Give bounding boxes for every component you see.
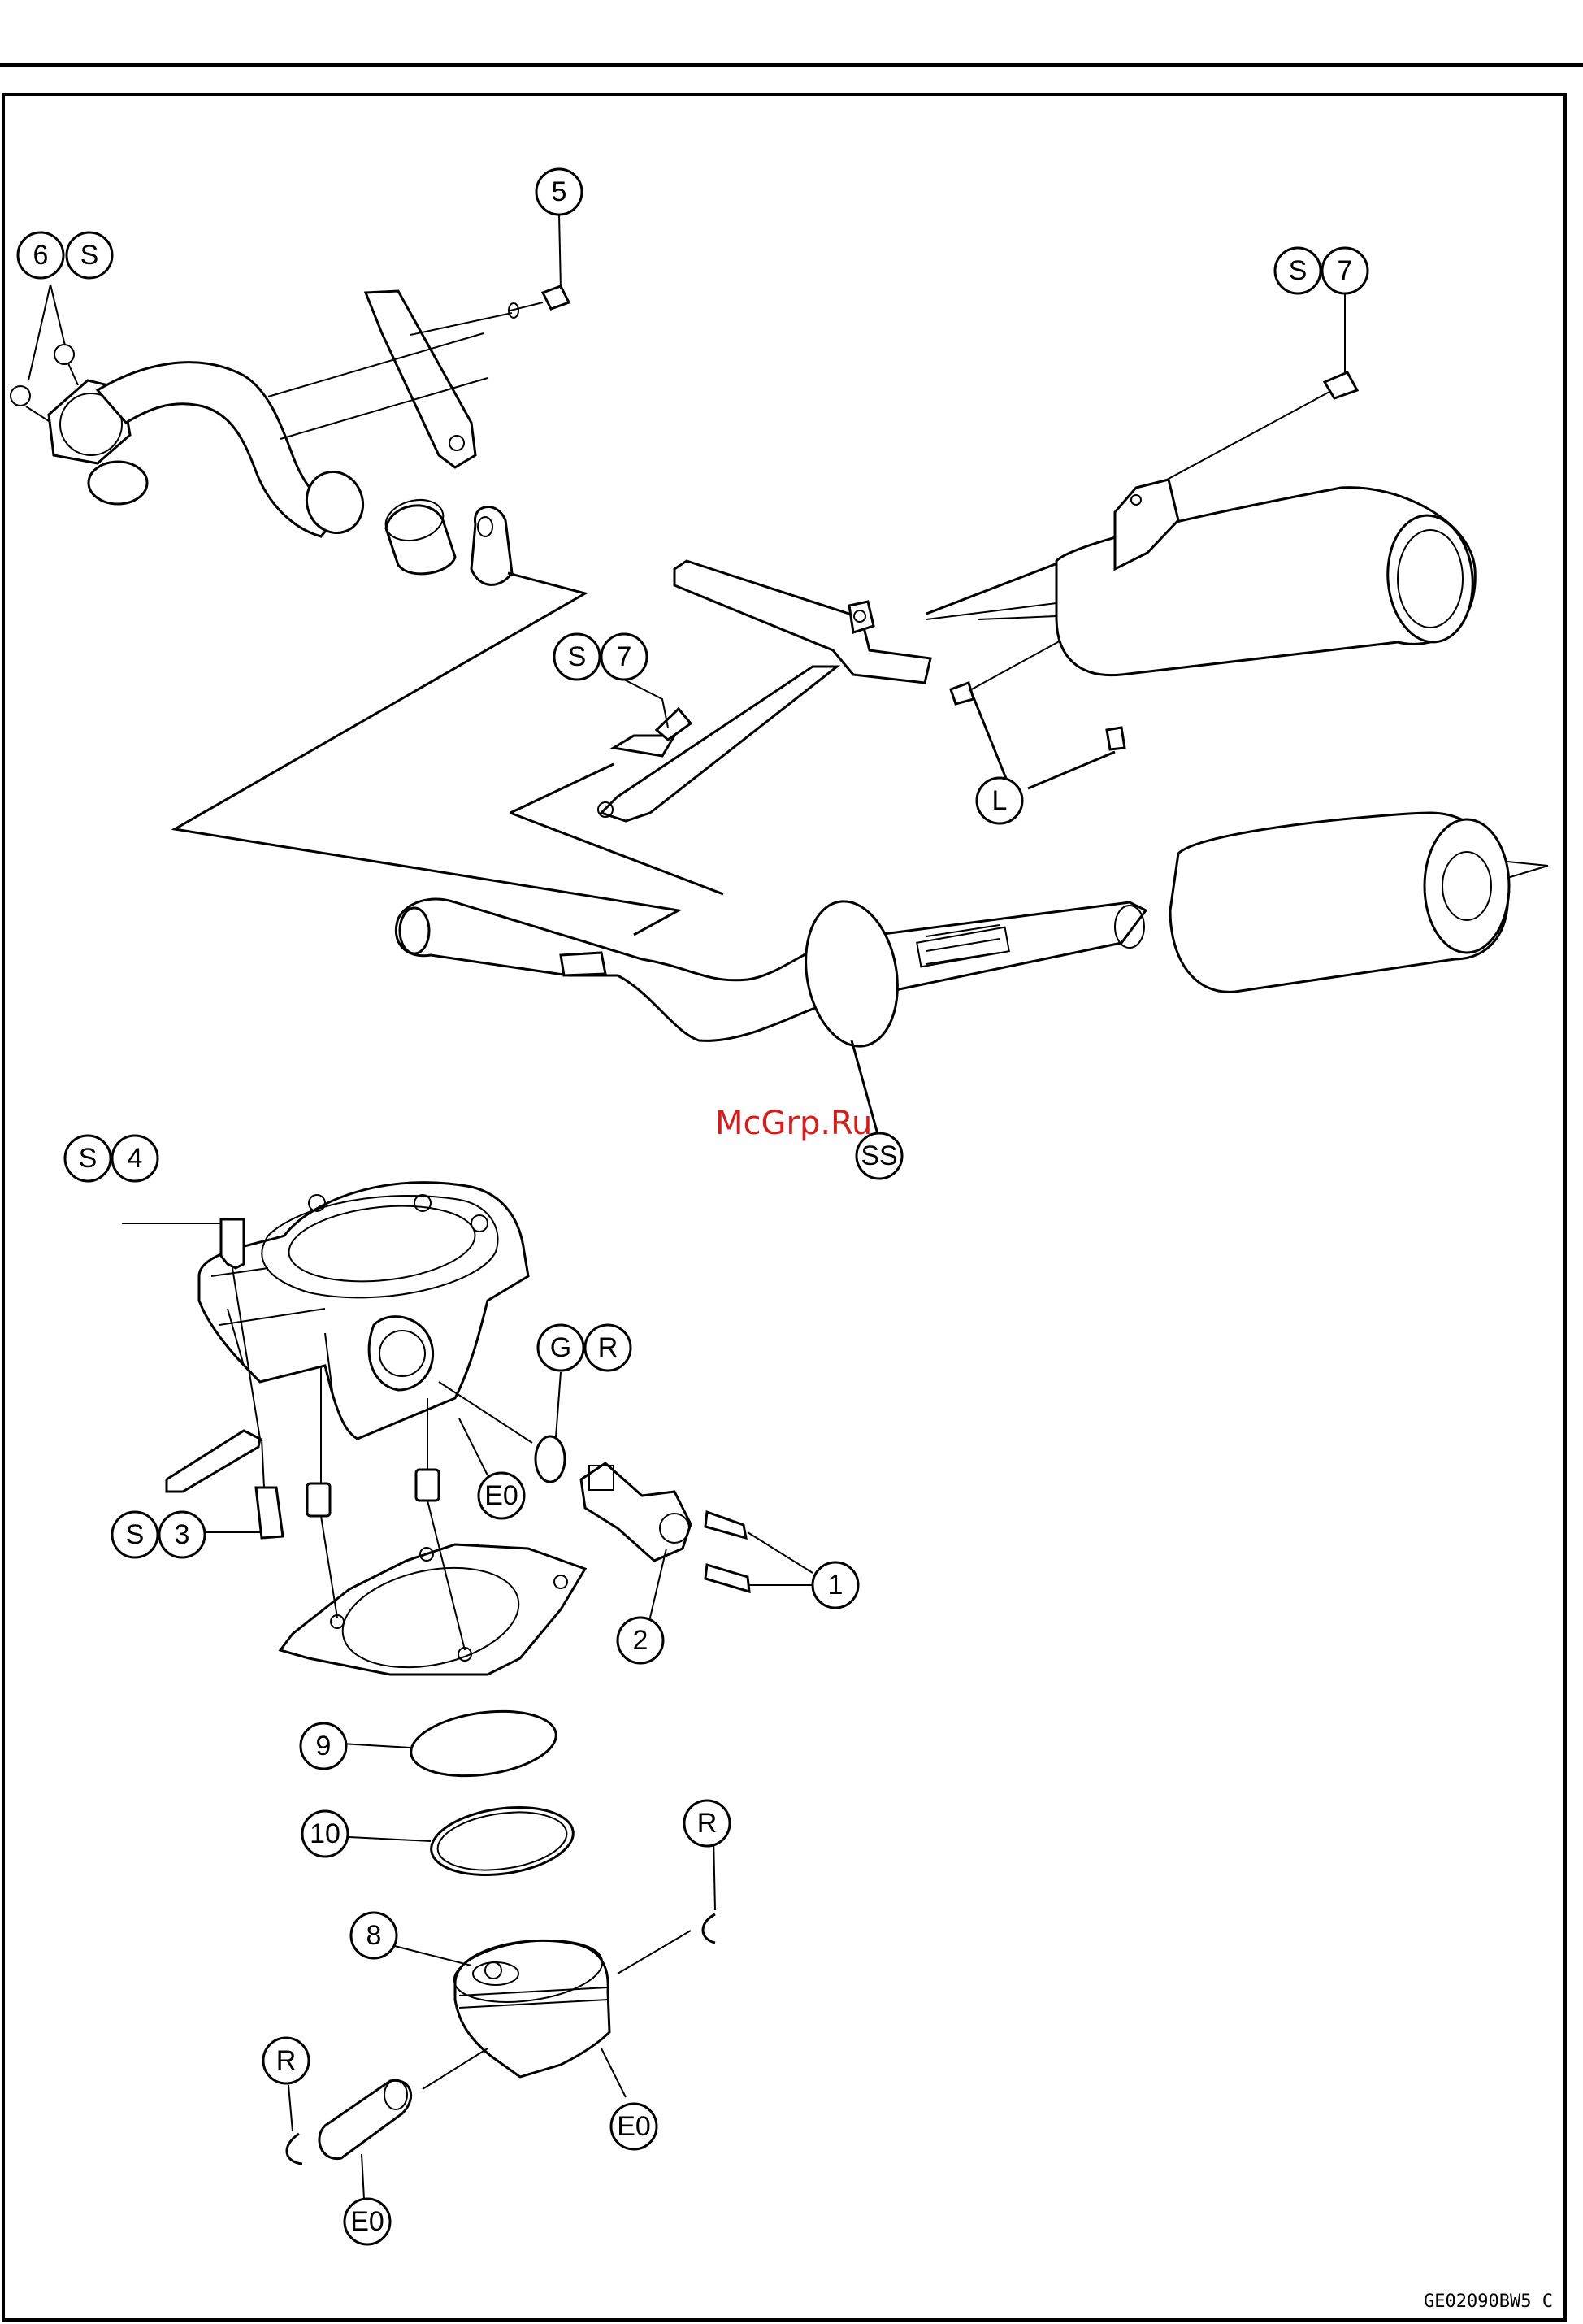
- callout-g-label: G: [550, 1332, 571, 1363]
- piston-pin: [319, 2048, 488, 2199]
- callout-2-label: 2: [633, 1625, 648, 1656]
- watermark: McGrp.Ru: [715, 1105, 872, 1142]
- callout-s-4: S 4: [65, 1136, 158, 1181]
- callout-7-label: 7: [1338, 255, 1353, 286]
- callout-s-label: S: [1289, 255, 1308, 286]
- callout-6-label: 6: [33, 240, 49, 271]
- callout-s-label: S: [568, 641, 587, 672]
- callout-g-r: G R: [538, 1325, 631, 1371]
- cylinder: [199, 1183, 528, 1439]
- circlip-right: [703, 1837, 715, 1943]
- cam-chain-tensioner: [581, 1463, 813, 1618]
- callout-5: 5: [536, 169, 582, 289]
- callout-s-7-upper: S 7: [1275, 248, 1368, 372]
- circlip-left: [287, 2085, 302, 2164]
- callout-2: 2: [618, 1618, 663, 1663]
- callout-s-label: S: [79, 1143, 98, 1174]
- callout-r-label: R: [598, 1332, 618, 1363]
- callout-e0-cylinder: E0: [459, 1418, 524, 1518]
- callout-s-7-middle: S 7: [554, 634, 668, 728]
- callout-9: 9: [301, 1723, 346, 1769]
- callout-e0-pin: E0: [345, 2199, 390, 2244]
- bolt-5: [509, 286, 569, 318]
- callout-s-3: S 3: [112, 1512, 205, 1557]
- callout-1-label: 1: [828, 1570, 844, 1601]
- callout-e0-label: E0: [484, 1480, 518, 1511]
- callout-l: L: [977, 778, 1022, 823]
- callout-e0-label: E0: [617, 2111, 651, 2142]
- header-pipe-bracket: [268, 291, 512, 467]
- callout-e0-piston: E0: [611, 2104, 657, 2149]
- muffler-body: [396, 894, 1146, 1053]
- sleeve-and-clamp: [175, 494, 679, 935]
- callout-r-label: R: [697, 1808, 718, 1839]
- callout-10: 10: [302, 1811, 348, 1857]
- callout-s-label: S: [126, 1519, 145, 1550]
- callout-r-label: R: [276, 2045, 297, 2076]
- muffler-canister: [1170, 813, 1548, 992]
- callout-1: 1: [813, 1562, 858, 1608]
- figure-code: GE02090BW5 C: [1424, 2291, 1553, 2312]
- cylinder-bracket: [167, 1431, 260, 1492]
- callout-10-label: 10: [310, 1818, 340, 1849]
- callout-8-label: 8: [366, 1920, 382, 1951]
- callout-r-right: R: [684, 1801, 730, 1846]
- callout-r-left: R: [263, 2038, 309, 2083]
- callout-3-label: 3: [175, 1519, 190, 1550]
- cylinder-gasket: [280, 1501, 585, 1683]
- callout-7-label: 7: [617, 641, 632, 672]
- callout-8: 8: [351, 1913, 397, 1958]
- callout-ss-label: SS: [861, 1140, 897, 1171]
- callout-s-label: S: [80, 240, 99, 271]
- callout-e0-label: E0: [350, 2206, 384, 2237]
- exhaust-header-pipe: [11, 345, 371, 541]
- callout-l-label: L: [992, 785, 1008, 816]
- piston-rings: [341, 1703, 578, 1883]
- callout-4-label: 4: [128, 1143, 143, 1174]
- frame-cross-member: [510, 532, 1138, 894]
- silencer: [926, 480, 1478, 675]
- callout-6-s: 6 S: [18, 232, 112, 380]
- callout-9-label: 9: [316, 1731, 332, 1761]
- piston: [382, 1931, 691, 2097]
- callout-5-label: 5: [552, 176, 567, 207]
